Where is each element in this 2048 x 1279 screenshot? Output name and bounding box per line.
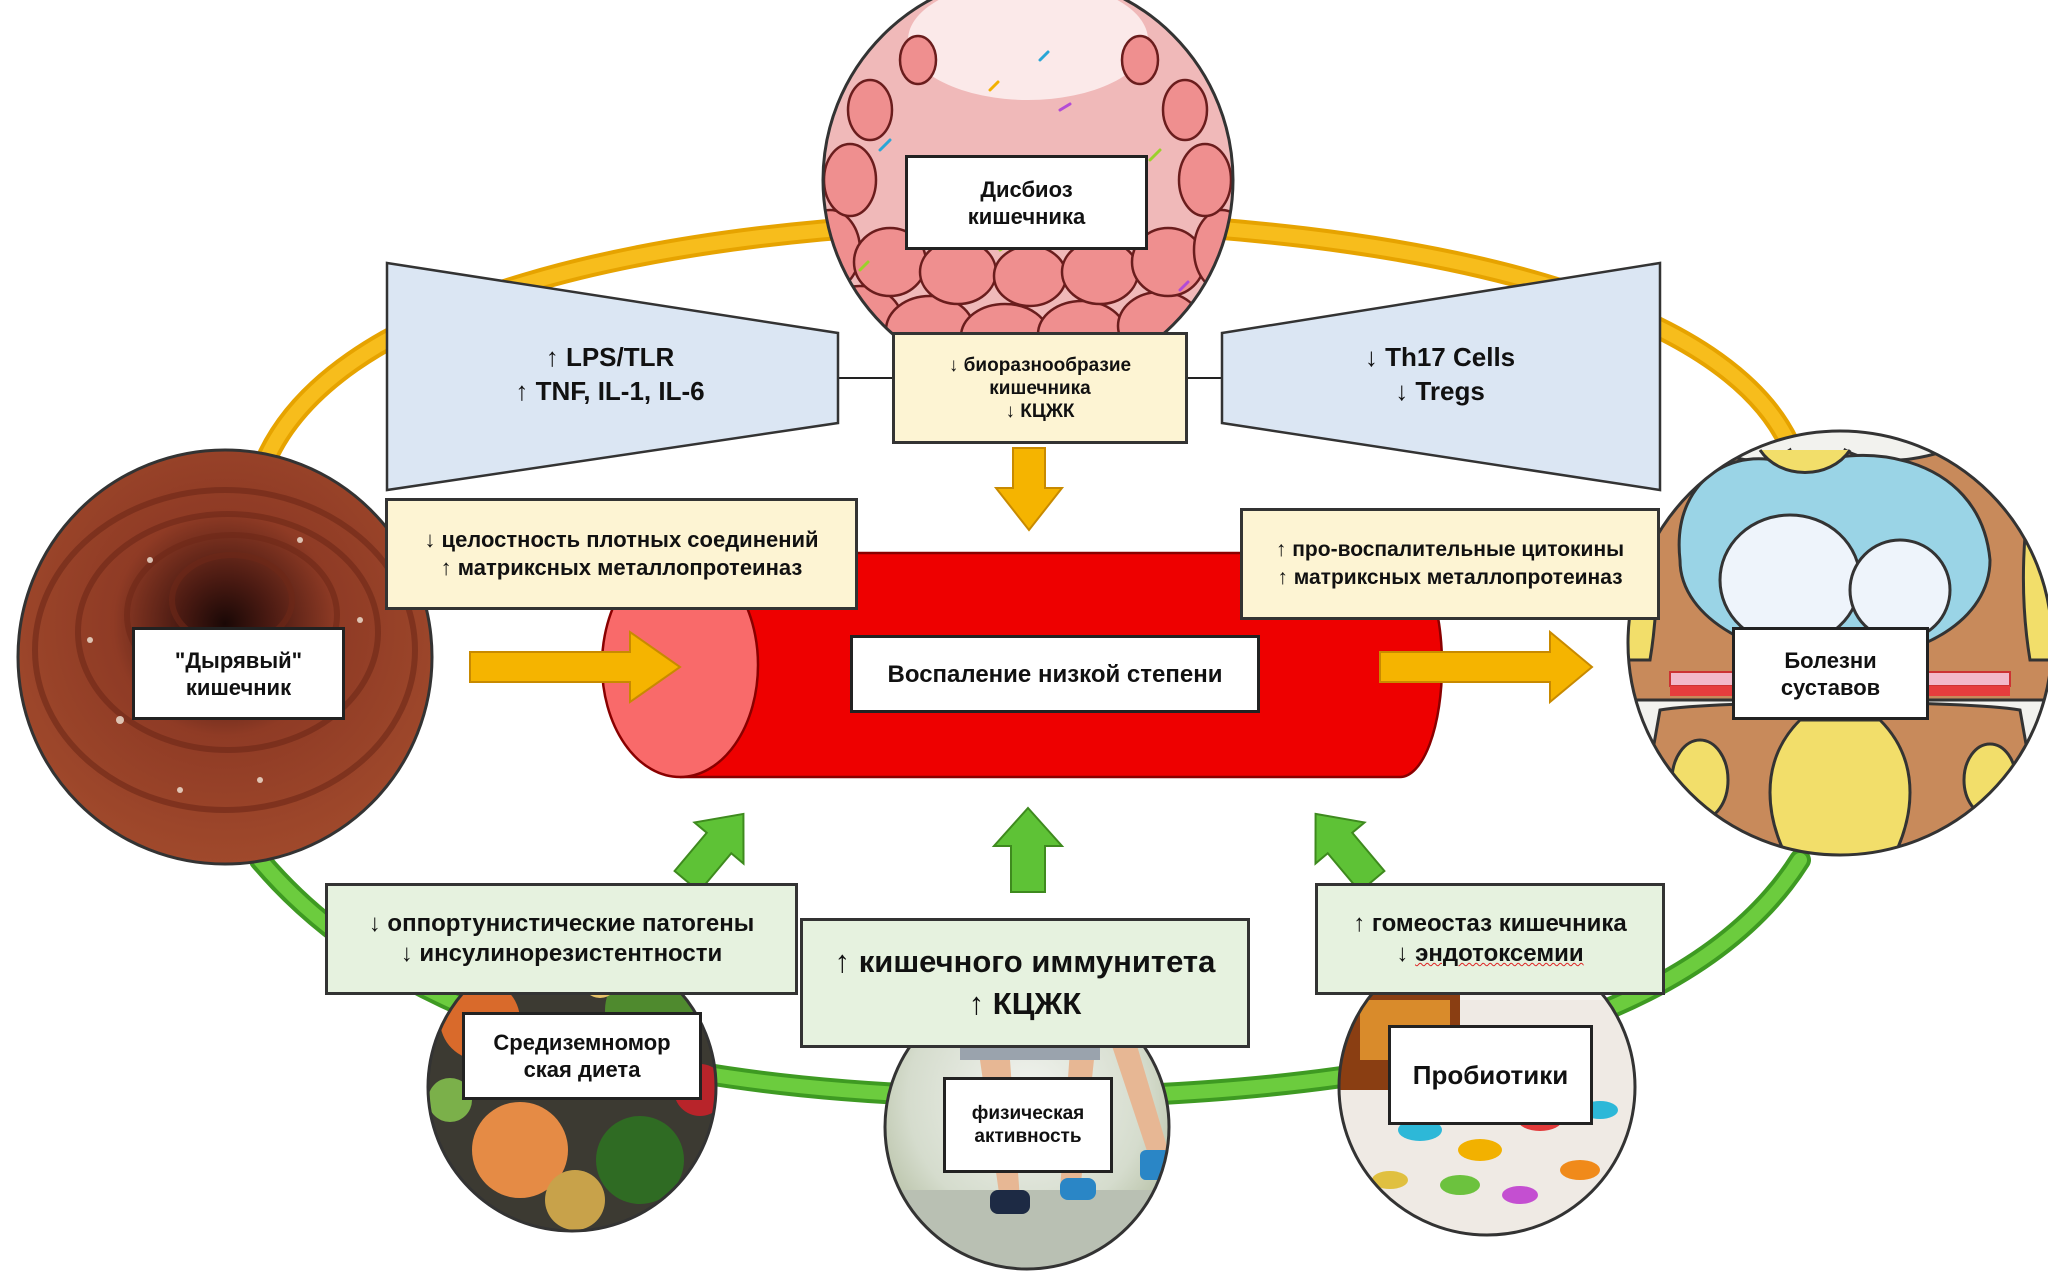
inflammation-label: Воспаление низкой степени xyxy=(850,635,1260,713)
scfa-line: ↓ КЦЖК xyxy=(1005,400,1075,422)
arrow-out-of-vessel xyxy=(1379,629,1594,705)
diet-label: Средиземномор ская диета xyxy=(462,1012,702,1100)
proinflammatory-box: ↑ про-воспалительные цитокины ↑ матриксн… xyxy=(1240,508,1660,620)
scfa-up-line: ↑ КЦЖК xyxy=(968,986,1082,1021)
dysbiosis-label: Дисбиоз кишечника xyxy=(905,155,1148,250)
biodiversity-line: ↓ биоразнообразие xyxy=(948,354,1132,376)
pathogens-line: ↓ оппортунистические патогены xyxy=(368,910,755,937)
lps-tlr-label: ↑ LPS/TLR xyxy=(545,342,675,372)
gut-immunity-line: ↑ кишечного иммунитета xyxy=(834,944,1216,979)
endotoxemia-line: ↓ эндотоксемии xyxy=(1396,940,1584,967)
cytokines-label: ↑ TNF, IL-1, IL-6 xyxy=(515,376,705,406)
tight-junction-line: ↓ целостность плотных соединений xyxy=(424,527,819,552)
arrow-into-vessel xyxy=(469,630,682,704)
gut-immunity-box: ↑ кишечного иммунитета ↑ КЦЖК xyxy=(800,918,1250,1048)
th17-label: ↓ Th17 Cells xyxy=(1364,342,1516,372)
homeostasis-box: ↑ гомеостаз кишечника ↓ эндотоксемии xyxy=(1315,883,1665,995)
arrow-up-from-probiotics xyxy=(1314,812,1386,893)
proinflammatory-line: ↑ про-воспалительные цитокины xyxy=(1275,538,1625,561)
mmp-line-right: ↑ матриксных металлопротеиназ xyxy=(1277,566,1623,589)
joint-disease-label: Болезни суставов xyxy=(1732,627,1929,720)
homeostasis-line: ↑ гомеостаз кишечника xyxy=(1353,910,1627,937)
insulin-line: ↓ инсулинорезистентности xyxy=(400,940,723,967)
right-trapezoid xyxy=(1220,261,1662,492)
mmp-line-left: ↑ матриксных металлопротеиназ xyxy=(440,555,803,580)
dysbiosis-image xyxy=(821,0,1235,387)
left-trapezoid xyxy=(385,261,840,492)
arrow-up-from-activity xyxy=(991,806,1065,893)
tregs-label: ↓ Tregs xyxy=(1395,376,1485,406)
gut-line: кишечника xyxy=(989,377,1091,399)
leaky-gut-label: "Дырявый" кишечник xyxy=(132,627,345,720)
arrow-down-from-dysbiosis xyxy=(993,447,1065,532)
pathogens-box: ↓ оппортунистические патогены ↓ инсулино… xyxy=(325,883,798,995)
biodiversity-box: ↓ биоразнообразие кишечника ↓ КЦЖК xyxy=(892,332,1188,444)
probiotics-label: Пробиотики xyxy=(1388,1025,1593,1125)
tight-junction-box: ↓ целостность плотных соединений ↑ матри… xyxy=(385,498,858,610)
left-trapezoid-text: ↑ LPS/TLR ↑ TNF, IL-1, IL-6 xyxy=(470,340,750,408)
arrow-up-from-diet xyxy=(673,812,745,893)
right-trapezoid-text: ↓ Th17 Cells ↓ Tregs xyxy=(1300,340,1580,408)
activity-label: физическая активность xyxy=(943,1077,1113,1173)
